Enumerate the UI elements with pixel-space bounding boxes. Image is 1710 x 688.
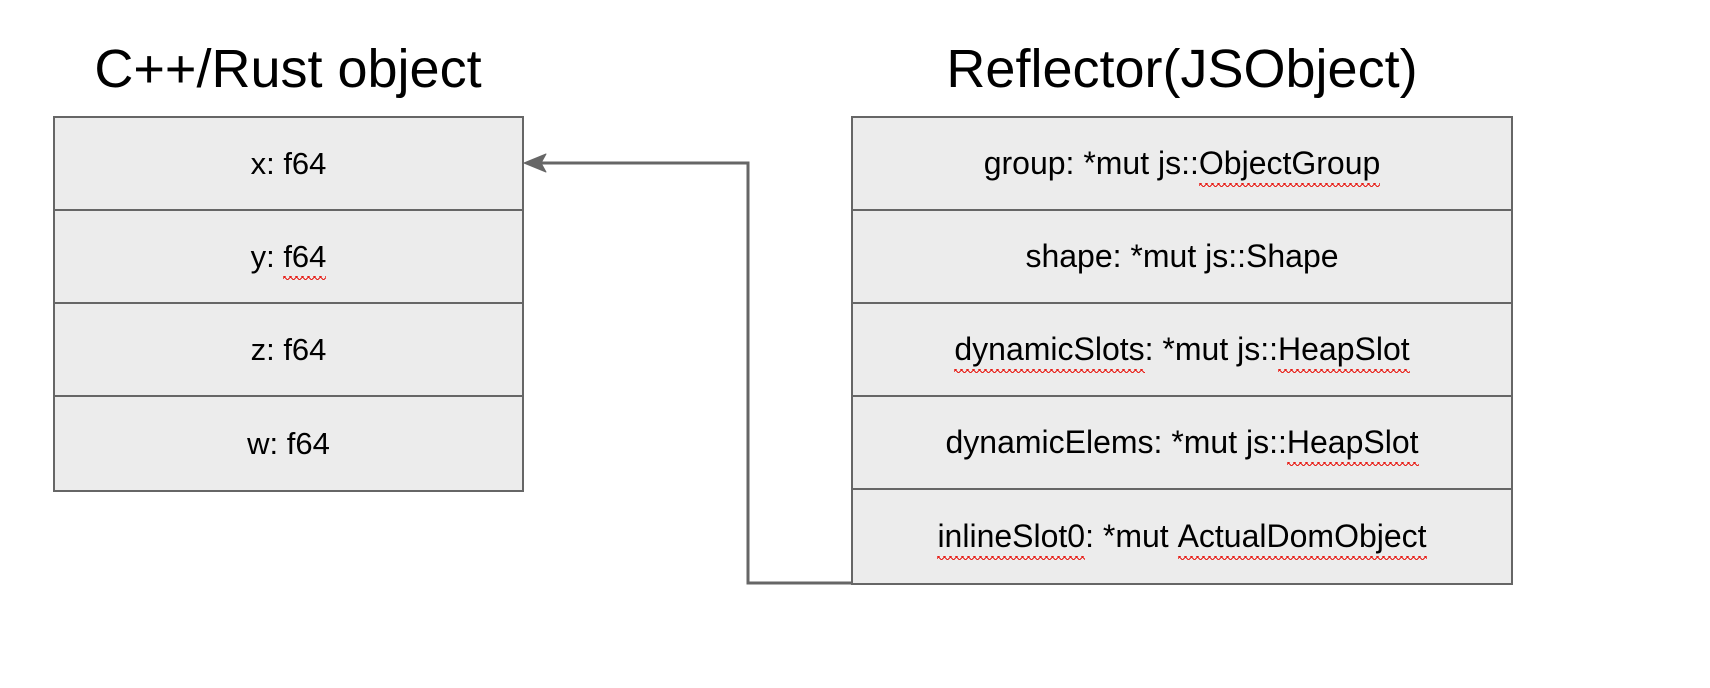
field-w: w: f64 xyxy=(247,425,330,461)
table-row: dynamicSlots: *mut js::HeapSlot xyxy=(853,304,1511,397)
table-row: group: *mut js::ObjectGroup xyxy=(853,118,1511,211)
field-group: group: *mut js::ObjectGroup xyxy=(983,145,1381,187)
field-dynamicelems: dynamicElems: *mut js::HeapSlot xyxy=(945,424,1419,466)
connector-line xyxy=(534,161,851,585)
table-row: x: f64 xyxy=(55,118,522,211)
field-dynamicslots: dynamicSlots: *mut js::HeapSlot xyxy=(954,331,1410,373)
spellcheck-underline: ObjectGroup xyxy=(1198,145,1381,187)
table-row: dynamicElems: *mut js::HeapSlot xyxy=(853,397,1511,490)
right-object-title: Reflector(JSObject) xyxy=(946,39,1418,99)
spellcheck-underline: HeapSlot xyxy=(1278,331,1410,373)
table-row: inlineSlot0: *mut ActualDomObject xyxy=(853,490,1511,583)
table-row: w: f64 xyxy=(55,397,522,490)
field-shape: shape: *mut js::Shape xyxy=(1025,238,1339,274)
spellcheck-underline: f64 xyxy=(283,238,327,280)
field-y: y: f64 xyxy=(250,238,327,280)
spellcheck-underline: HeapSlot xyxy=(1286,424,1419,466)
left-object-title: C++/Rust object xyxy=(94,39,482,99)
right-object-table: group: *mut js::ObjectGroup shape: *mut … xyxy=(851,116,1513,585)
field-z: z: f64 xyxy=(250,331,327,367)
left-object-table: x: f64 y: f64 z: f64 w: f64 xyxy=(53,116,524,492)
spellcheck-underline: ActualDomObject xyxy=(1177,518,1427,560)
arrowhead-icon xyxy=(523,153,547,173)
field-inlineslot0: inlineSlot0: *mut ActualDomObject xyxy=(937,518,1427,560)
spellcheck-underline: inlineSlot0 xyxy=(937,518,1086,560)
field-x: x: f64 xyxy=(250,145,327,181)
spellcheck-underline: dynamicSlots xyxy=(954,331,1145,373)
table-row: shape: *mut js::Shape xyxy=(853,211,1511,304)
table-row: z: f64 xyxy=(55,304,522,397)
table-row: y: f64 xyxy=(55,211,522,304)
